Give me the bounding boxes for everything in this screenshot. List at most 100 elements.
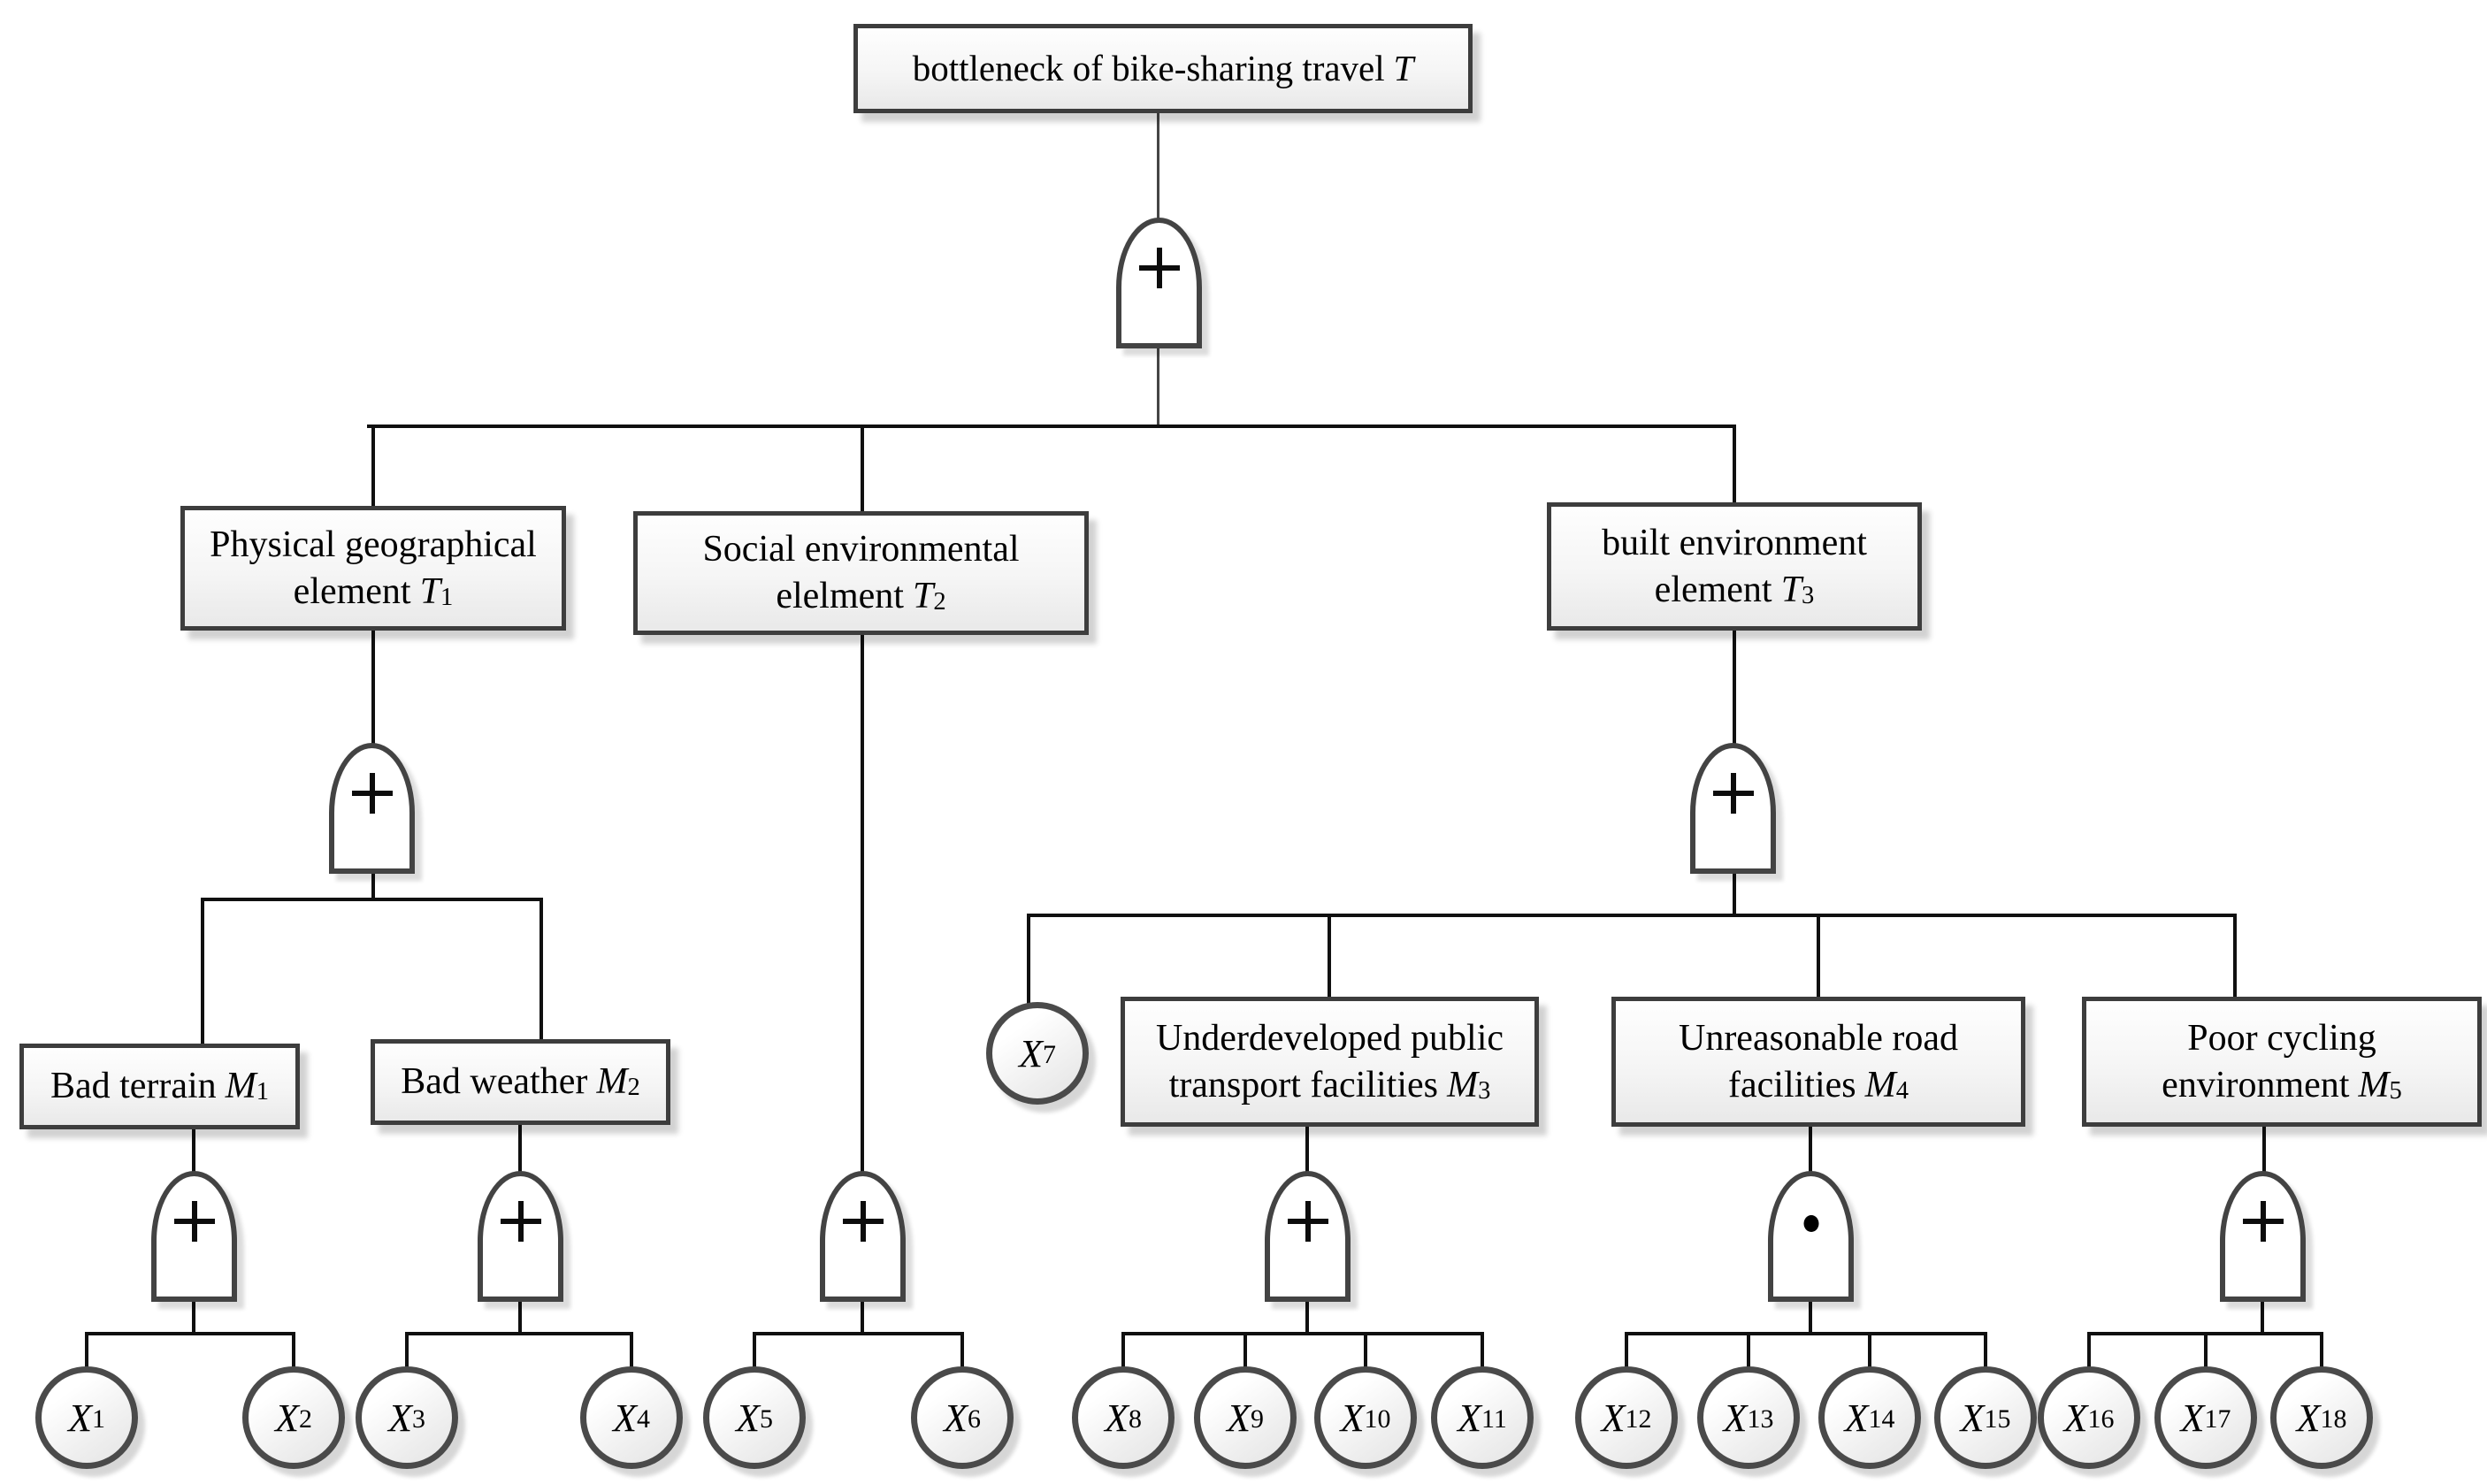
connector-branch-to-m3: [1328, 914, 1331, 998]
connector-branch-to-m4: [1817, 914, 1820, 998]
connector-to-x8: [1121, 1332, 1125, 1369]
connector-to-x17: [2204, 1332, 2208, 1369]
connector-m3-leaf-branch: [1121, 1332, 1484, 1335]
label-text: transport facilities: [1168, 1064, 1439, 1105]
connector-branch-to-t2: [861, 425, 864, 513]
connector-to-x14: [1868, 1332, 1871, 1369]
and-gate-m4: [1768, 1171, 1854, 1302]
m5-label-line1: Poor cycling: [2187, 1015, 2376, 1062]
m4-label-line1: Unreasonable road: [1679, 1015, 1958, 1062]
or-gate-plus-icon: [2242, 1201, 2284, 1242]
connector-to-x1: [85, 1332, 88, 1369]
symbol-x: X: [1105, 1396, 1129, 1440]
label-text: built environment: [1602, 522, 1867, 563]
t1-label-line1: Physical geographical: [210, 522, 537, 569]
connector-t1-branch: [201, 898, 543, 901]
connector-m1-leaf-branch: [85, 1332, 295, 1335]
symbol-t: T: [419, 570, 441, 612]
connector-m4-leaf-branch: [1625, 1332, 1987, 1335]
connector-branch-to-t1: [371, 425, 375, 508]
connector-top-gate-to-branch: [1157, 345, 1159, 428]
connector-m5gate-down: [2261, 1298, 2264, 1335]
symbol-x: X: [388, 1396, 412, 1440]
or-gate-t3: [1690, 743, 1776, 874]
label-text: Physical geographical: [210, 524, 537, 565]
intermediate-event-box-m3: Underdeveloped public transport faciliti…: [1121, 997, 1539, 1127]
symbol-m: M: [2358, 1064, 2390, 1105]
symbol-x: X: [1340, 1396, 1365, 1440]
connector-t3-branch: [1027, 914, 2237, 917]
connector-m2-leaf-branch: [405, 1332, 633, 1335]
connector-to-x3: [405, 1332, 409, 1369]
connector-m4-to-gate: [1809, 1125, 1812, 1173]
connector-t3gate-to-branch: [1733, 868, 1736, 915]
connector-m3gate-down: [1305, 1298, 1309, 1335]
connector-to-x12: [1625, 1332, 1628, 1369]
label-text: element: [1654, 569, 1772, 610]
subscript: 4: [1895, 1076, 1909, 1105]
symbol-t: T: [913, 576, 934, 616]
symbol-x: X: [1960, 1396, 1985, 1440]
connector-to-x18: [2320, 1332, 2323, 1369]
connector-m1gate-down: [192, 1298, 195, 1335]
connector-m3-to-gate: [1305, 1125, 1309, 1173]
connector-branch-to-x7: [1027, 914, 1030, 1004]
subscript: 3: [1478, 1076, 1491, 1105]
connector-branch-to-m5: [2233, 914, 2237, 998]
or-gate-plus-icon: [1287, 1201, 1328, 1242]
symbol-m: M: [596, 1061, 628, 1103]
symbol-t: T: [1393, 47, 1414, 88]
connector-to-x15: [1984, 1332, 1987, 1369]
label-text: elelment: [776, 576, 904, 616]
symbol-t: T: [1780, 569, 1802, 610]
label-text: Unreasonable road: [1678, 1017, 1959, 1059]
label-text: Poor cycling: [2187, 1017, 2376, 1059]
or-gate-t2: [820, 1171, 906, 1302]
symbol-m: M: [1864, 1064, 1896, 1105]
connector-to-x11: [1481, 1332, 1484, 1369]
subscript: 2: [627, 1074, 640, 1102]
subscript: 3: [1802, 581, 1815, 609]
or-gate-m5: [2220, 1171, 2306, 1302]
symbol-x: X: [736, 1396, 760, 1440]
symbol-m: M: [225, 1066, 256, 1107]
symbol-x: X: [1019, 1031, 1043, 1075]
connector-branch-to-m1: [201, 898, 204, 1046]
or-gate-plus-icon: [1138, 248, 1180, 288]
and-gate-dot-icon: [1803, 1215, 1818, 1232]
t2-label-line1: Social environmental: [702, 526, 1019, 573]
connector-t1gate-to-branch: [371, 868, 375, 899]
symbol-m: M: [1447, 1064, 1479, 1105]
connector-m2-to-gate: [518, 1122, 522, 1173]
label-text: element: [293, 570, 411, 612]
or-gate-m1: [151, 1171, 237, 1302]
m3-label-line1: Underdeveloped public: [1156, 1015, 1504, 1062]
or-gate-plus-icon: [1712, 773, 1754, 814]
connector-to-x4: [630, 1332, 633, 1369]
symbol-x: X: [1844, 1396, 1869, 1440]
label-text: bottleneck of bike-sharing travel: [912, 47, 1385, 88]
